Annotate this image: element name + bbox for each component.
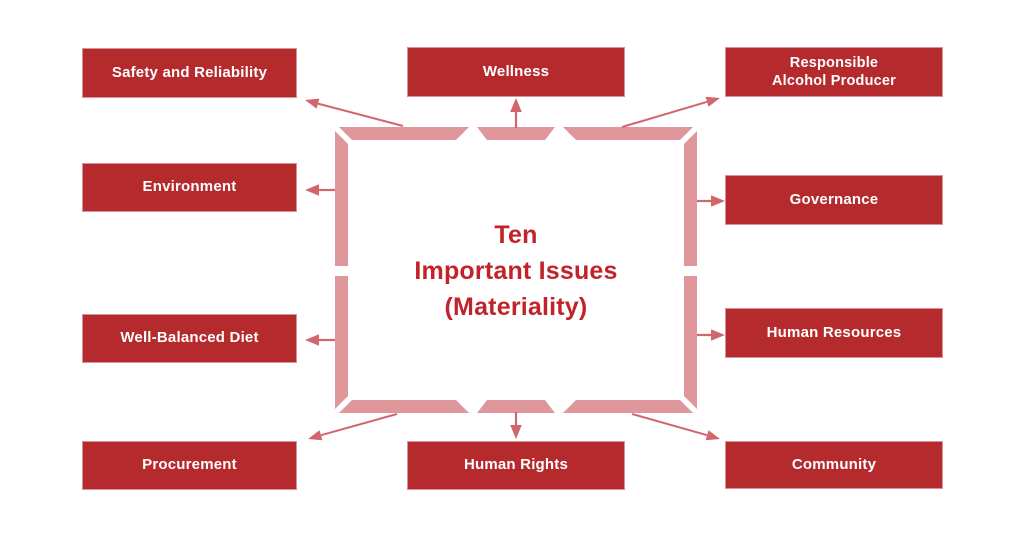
arrow-to-governance	[697, 195, 725, 207]
issue-box-human-resources: Human Resources	[725, 308, 943, 358]
arrow-to-environment	[305, 184, 335, 196]
diagram-title-line3: (Materiality)	[444, 293, 588, 321]
frame-left-lower-segment	[335, 276, 348, 409]
frame-bottom-middle-segment	[477, 400, 555, 413]
issue-box-procurement: Procurement	[82, 441, 297, 490]
issue-box-safety-and-reliability: Safety and Reliability	[82, 48, 297, 98]
frame-bottom-right-segment	[563, 400, 693, 413]
arrow-to-safety	[305, 98, 404, 127]
frame-top-right-segment	[563, 127, 693, 140]
issue-box-environment: Environment	[82, 163, 297, 212]
arrow-to-community	[631, 413, 720, 441]
center-frame	[335, 127, 697, 413]
diagram-title: Ten Important Issues (Materiality)	[348, 217, 684, 325]
diagram-title-line1: Ten	[494, 221, 538, 249]
frame-bottom-left-segment	[339, 400, 469, 413]
arrow-to-procurement	[308, 413, 398, 441]
frame-top-left-segment	[339, 127, 469, 140]
frame-left-upper-segment	[335, 131, 348, 266]
arrow-to-wellness	[510, 98, 522, 128]
frame-top-middle-segment	[477, 127, 555, 140]
frame-right-upper-segment	[684, 131, 697, 266]
issue-box-human-rights: Human Rights	[407, 441, 625, 490]
arrow-to-human-resources	[697, 329, 725, 341]
frame-right-lower-segment	[684, 276, 697, 409]
issue-box-well-balanced-diet: Well-Balanced Diet	[82, 314, 297, 363]
arrow-to-responsible-alcohol-producer	[621, 96, 720, 128]
issue-box-governance: Governance	[725, 175, 943, 225]
issue-box-responsible-alcohol-producer: Responsible Alcohol Producer	[725, 47, 943, 97]
diagram-title-line2: Important Issues	[414, 257, 618, 285]
issue-box-community: Community	[725, 441, 943, 489]
issue-box-wellness: Wellness	[407, 47, 625, 97]
arrow-to-well-balanced-diet	[305, 334, 335, 346]
arrow-to-human-rights	[510, 412, 522, 439]
